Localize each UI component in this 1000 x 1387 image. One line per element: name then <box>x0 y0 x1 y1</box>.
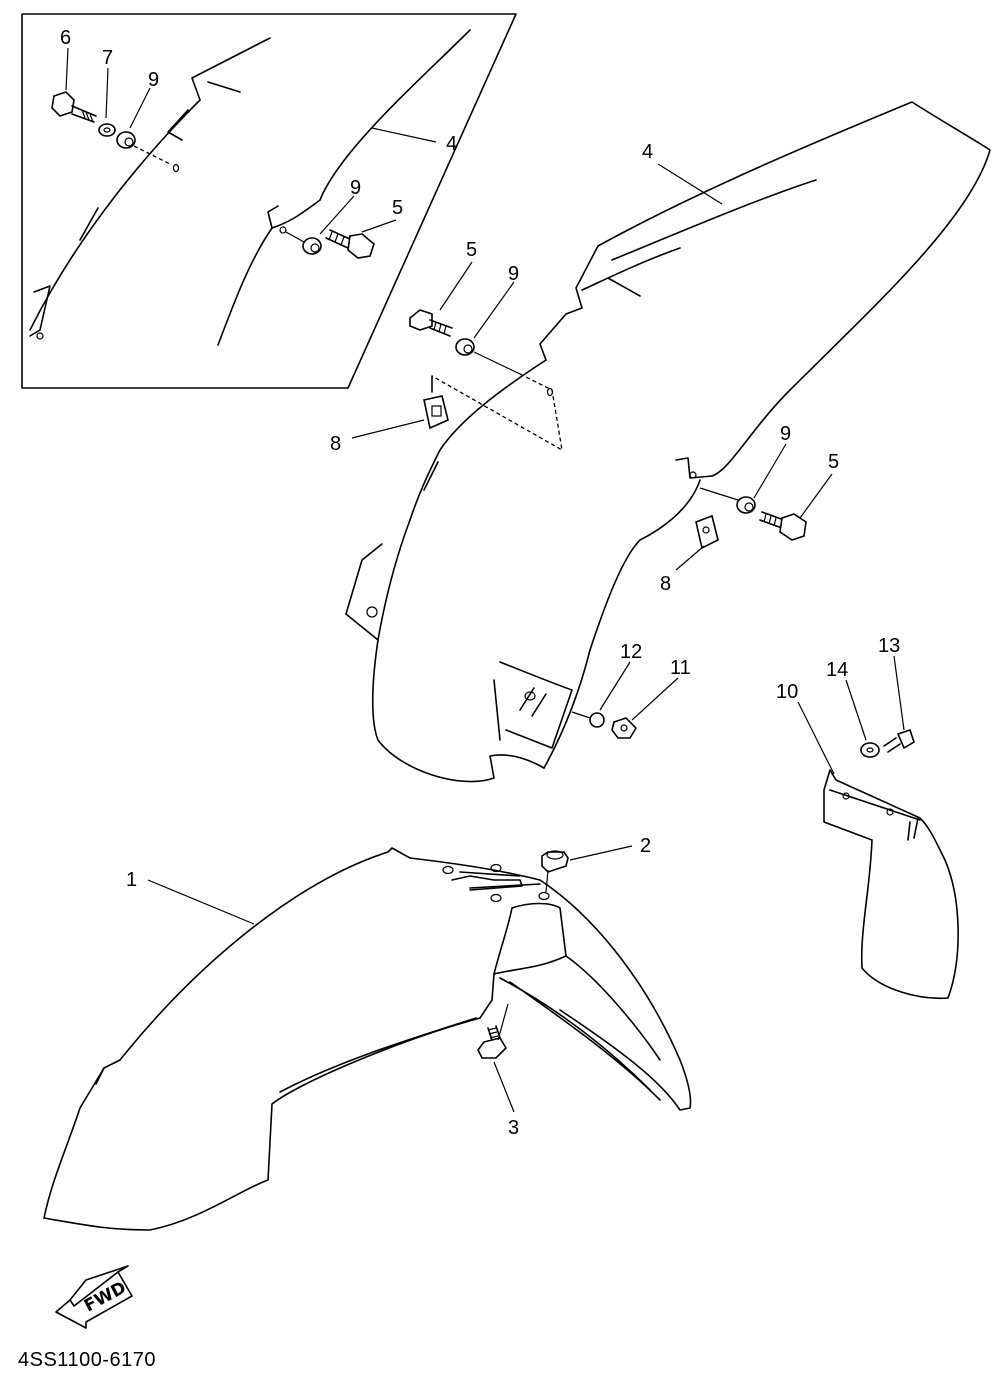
callout-5: 5 <box>828 451 839 473</box>
mud-flap <box>823 728 959 1000</box>
callout-5: 5 <box>392 197 403 219</box>
callout-2: 2 <box>640 835 651 857</box>
callout-11: 11 <box>670 657 691 679</box>
callout-10: 10 <box>776 681 798 703</box>
callout-6: 6 <box>60 27 71 49</box>
callout-8: 8 <box>660 573 671 595</box>
inset-detail <box>21 13 517 389</box>
callout-12: 12 <box>620 641 642 663</box>
callout-1: 1 <box>126 869 137 891</box>
callout-9: 9 <box>780 423 791 445</box>
callout-7: 7 <box>102 47 113 69</box>
callout-4: 4 <box>446 133 457 155</box>
callout-8: 8 <box>330 433 341 455</box>
callout-labels: 6 7 9 4 9 5 4 5 9 8 9 5 8 12 11 13 14 10… <box>60 27 900 1139</box>
rear-fender <box>345 101 991 783</box>
callout-4: 4 <box>642 141 653 163</box>
front-fender <box>43 847 692 1231</box>
callout-9: 9 <box>508 263 519 285</box>
callout-9: 9 <box>148 69 159 91</box>
callout-3: 3 <box>508 1117 519 1139</box>
diagram-code: 4SS1100-6170 <box>18 1349 156 1371</box>
leader-lines <box>65 47 905 1113</box>
callout-5: 5 <box>466 239 477 261</box>
callout-9: 9 <box>350 177 361 199</box>
callout-13: 13 <box>878 635 900 657</box>
callout-14: 14 <box>826 659 848 681</box>
fwd-arrow: FWD <box>55 1265 133 1329</box>
